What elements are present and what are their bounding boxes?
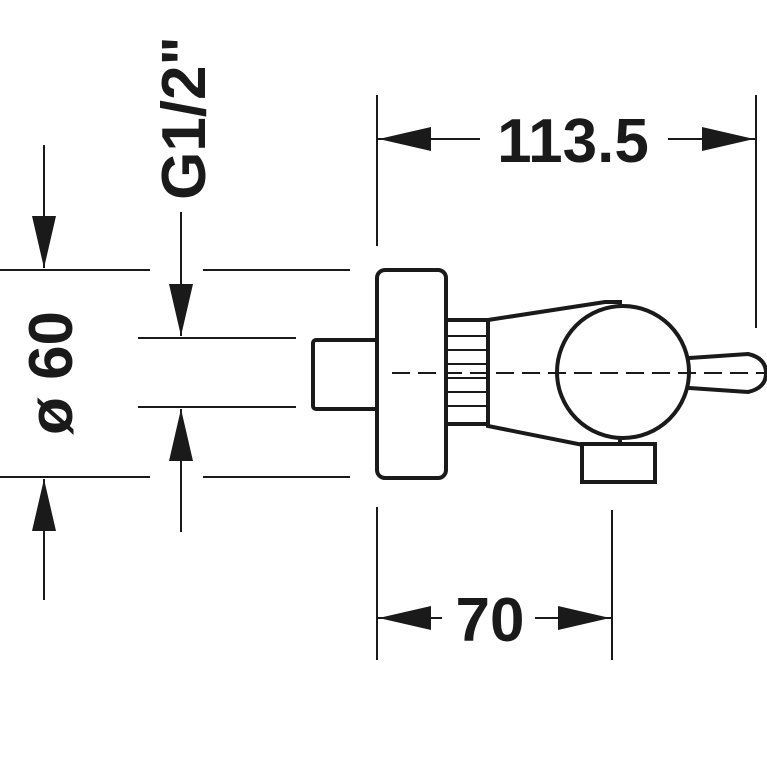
extension-lines bbox=[0, 95, 757, 660]
arrowhead-left bbox=[379, 127, 431, 151]
arrowhead-up bbox=[169, 409, 193, 461]
dimension-overall-length: 113.5 bbox=[377, 107, 756, 176]
arrowhead-right bbox=[558, 606, 610, 630]
faucet-outline bbox=[311, 268, 767, 484]
dimension-diameter: ø 60 bbox=[17, 145, 86, 600]
arrowhead-right bbox=[702, 127, 754, 151]
thread-label: G1/2" bbox=[150, 36, 219, 200]
dimension-body-length: 70 bbox=[377, 586, 612, 655]
rear-connector bbox=[311, 338, 381, 411]
overall-length-label: 113.5 bbox=[497, 107, 649, 176]
arrowhead-down bbox=[32, 216, 56, 268]
arrowhead-down bbox=[169, 284, 193, 336]
body-length-label: 70 bbox=[456, 586, 525, 655]
lower-outlet bbox=[580, 442, 657, 484]
arrowhead-up bbox=[32, 479, 56, 531]
thread-lines bbox=[448, 335, 488, 407]
diameter-label: ø 60 bbox=[17, 311, 86, 435]
arrowhead-left bbox=[379, 606, 431, 630]
dimension-thread: G1/2" bbox=[150, 36, 219, 532]
